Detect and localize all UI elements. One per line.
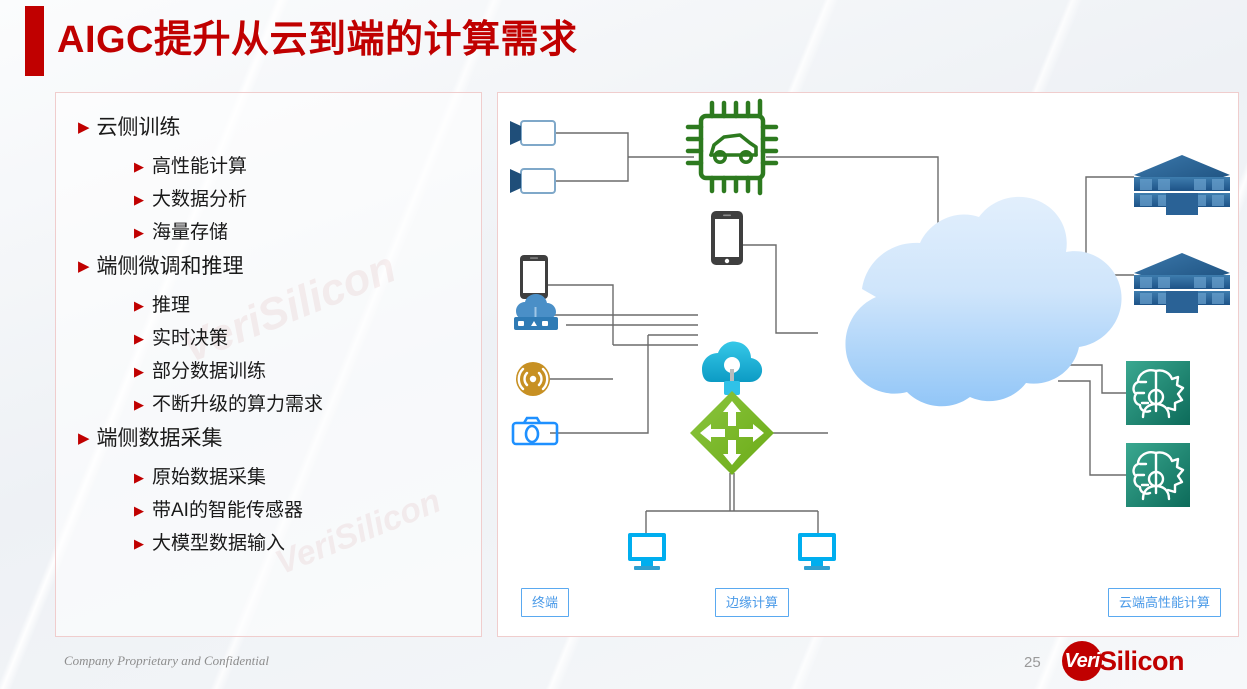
bullet-item: ▶ 端侧数据采集 (78, 422, 481, 456)
bullet-item: ▶ 带AI的智能传感器 (134, 495, 481, 526)
bullet-label: 带AI的智能传感器 (152, 500, 303, 521)
verisilicon-logo: Veri Silicon (1062, 641, 1185, 681)
bullet-marker-icon: ▶ (134, 331, 144, 346)
bullet-label: 云侧训练 (96, 116, 181, 139)
bullet-item: ▶ 云侧训练 (78, 111, 481, 145)
zone-label: 云端高性能计算 (1108, 588, 1222, 617)
bullet-label: 大数据分析 (152, 189, 248, 210)
bullet-marker-icon: ▶ (78, 258, 90, 275)
bullet-marker-icon: ▶ (134, 397, 144, 412)
bullet-label: 原始数据采集 (152, 467, 267, 488)
bullet-label: 大模型数据输入 (152, 533, 286, 554)
bullet-list: ▶ 云侧训练 ▶ 高性能计算 ▶ 大数据分析 ▶ 海量存储 ▶ 端侧微调和推理 ▶ 推理 ▶ 实时决策 ▶ 部… (56, 93, 481, 561)
bullet-marker-icon: ▶ (134, 225, 144, 240)
zone-label: 终端 (521, 588, 570, 617)
bullet-marker-icon: ▶ (134, 192, 144, 207)
bullet-panel: VeriSilicon VeriSilicon ▶云侧训练▶高性能计算▶大数据分… (55, 92, 482, 637)
logo-wordmark: Silicon (1099, 645, 1185, 676)
bullet-item: ▶ 部分数据训练 (134, 356, 481, 387)
bullet-item: ▶ 大模型数据输入 (134, 528, 481, 559)
bullet-marker-icon: ▶ (134, 503, 144, 518)
bullet-marker-icon: ▶ (134, 364, 144, 379)
bullet-marker-icon: ▶ (134, 536, 144, 551)
bullet-label: 海量存储 (152, 222, 229, 243)
bullet-item: ▶ 不断升级的算力需求 (134, 389, 481, 420)
bullet-label: 端侧数据采集 (96, 427, 223, 450)
bullet-label: 部分数据训练 (152, 361, 267, 382)
bullet-label: 实时决策 (152, 328, 229, 349)
bullet-label: 高性能计算 (152, 156, 248, 177)
bullet-marker-icon: ▶ (134, 470, 144, 485)
bullet-item: ▶ 端侧微调和推理 (78, 250, 481, 284)
confidentiality-notice: Company Proprietary and Confidential (64, 653, 269, 668)
bullet-label: 端侧微调和推理 (96, 255, 244, 278)
bullet-label: 推理 (152, 295, 191, 316)
title-accent-bar (25, 6, 44, 76)
bullet-marker-icon: ▶ (78, 119, 90, 136)
bullet-marker-icon: ▶ (134, 159, 144, 174)
bullet-item: ▶ 原始数据采集 (134, 462, 481, 493)
page-number: 25 (1024, 654, 1041, 671)
bullet-item: ▶ 高性能计算 (134, 151, 481, 182)
bullet-marker-icon: ▶ (78, 430, 90, 447)
bullet-marker-icon: ▶ (134, 298, 144, 313)
network-diagram (498, 93, 1238, 636)
logo-mark: Veri (1062, 641, 1102, 681)
architecture-diagram-panel (497, 92, 1239, 637)
bullet-item: ▶ 海量存储 (134, 217, 481, 248)
bullet-item: ▶ 大数据分析 (134, 184, 481, 215)
page-title: AIGC提升从云到端的计算需求 (57, 19, 578, 61)
zone-label: 边缘计算 (715, 588, 790, 617)
bullet-item: ▶ 推理 (134, 290, 481, 321)
cloud-shape (845, 196, 1122, 407)
bullet-label: 不断升级的算力需求 (152, 394, 324, 415)
bullet-item: ▶ 实时决策 (134, 323, 481, 354)
